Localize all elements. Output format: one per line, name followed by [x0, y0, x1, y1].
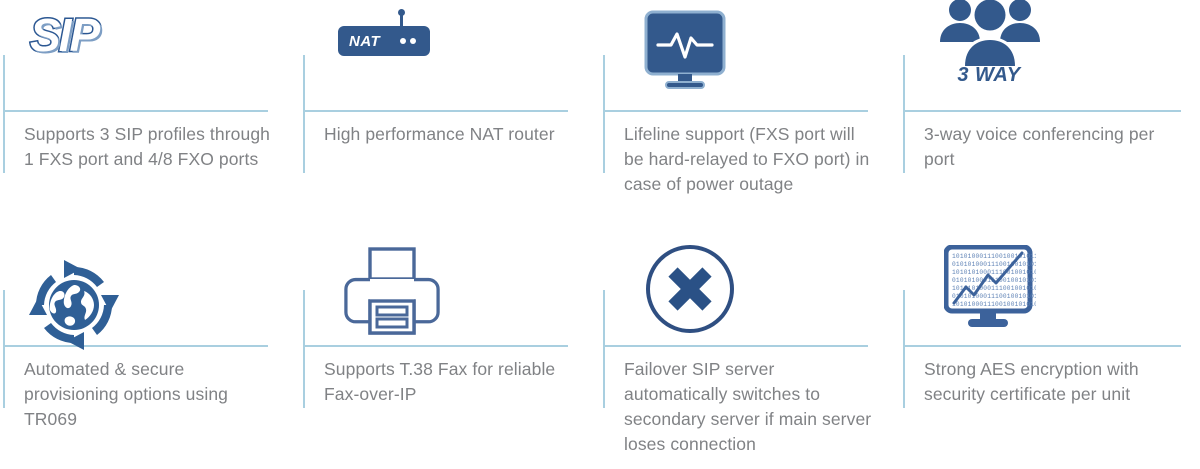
feature-card-t38-fax: Supports T.38 Fax for reliable Fax-over-…	[300, 235, 600, 469]
horizontal-rule	[3, 345, 268, 347]
feature-caption: Supports 3 SIP profiles through 1 FXS po…	[24, 124, 270, 169]
icon-area: NAT	[324, 0, 600, 110]
vertical-rule	[303, 55, 305, 173]
vertical-rule	[3, 55, 5, 173]
icon-area	[624, 0, 900, 110]
svg-text:0101010001110010010101: 0101010001110010010101	[952, 293, 1036, 300]
vertical-rule	[303, 290, 305, 408]
feature-caption: 3-way voice conferencing per port	[924, 124, 1155, 169]
horizontal-rule	[303, 110, 568, 112]
svg-text:1010101000111001001010: 1010101000111001001010	[952, 285, 1036, 292]
horizontal-rule	[903, 110, 1181, 112]
feature-caption: High performance NAT router	[324, 124, 555, 144]
svg-text:1010101000111001001010: 1010101000111001001010	[952, 269, 1036, 276]
nat-router-icon: NAT	[338, 9, 430, 56]
horizontal-rule	[603, 110, 868, 112]
three-people-icon: 3 WAY	[934, 0, 1046, 87]
feature-card-nat-router: NAT High performance NAT router	[300, 0, 600, 235]
router-body: NAT	[338, 26, 430, 56]
icon-area	[24, 235, 300, 350]
feature-card-aes-encryption: 1010100011100100101011 01010100011100100…	[900, 235, 1200, 469]
horizontal-rule	[903, 345, 1181, 347]
svg-text:1010100011100100101010: 1010100011100100101010	[952, 301, 1036, 308]
horizontal-rule	[303, 345, 568, 347]
circle-x-icon	[646, 245, 734, 333]
feature-caption: Supports T.38 Fax for reliable Fax-over-…	[324, 359, 556, 404]
svg-text:0101010001110010010101: 0101010001110010010101	[952, 261, 1036, 268]
feature-caption: Failover SIP server automatically switch…	[624, 359, 872, 454]
sip-logo-icon: SIP	[28, 8, 101, 63]
globe-refresh-icon	[29, 260, 119, 350]
feature-caption: Lifeline support (FXS port will be hard-…	[624, 124, 870, 194]
svg-text:1010100011100100101011: 1010100011100100101011	[952, 253, 1036, 260]
nat-label: NAT	[349, 32, 381, 50]
monitor-heartbeat-icon	[644, 10, 726, 89]
vertical-rule	[903, 55, 905, 173]
three-way-label: 3 WAY	[957, 64, 1021, 86]
people-group-glyph	[940, 0, 1040, 66]
feature-card-auto-provisioning: Automated & secure provisioning options …	[0, 235, 300, 469]
feature-caption: Automated & secure provisioning options …	[24, 359, 228, 429]
feature-card-three-way-conferencing: 3 WAY 3-way voice conferencing per port	[900, 0, 1200, 235]
vertical-rule	[603, 290, 605, 408]
horizontal-rule	[603, 345, 868, 347]
feature-caption: Strong AES encryption with security cert…	[924, 359, 1139, 404]
feature-card-sip-profiles: SIP Supports 3 SIP profiles through 1 FX…	[0, 0, 300, 235]
antenna-icon	[398, 9, 405, 28]
horizontal-rule	[3, 110, 268, 112]
vertical-rule	[903, 290, 905, 408]
feature-card-failover-sip-server: Failover SIP server automatically switch…	[600, 235, 900, 469]
icon-area	[624, 235, 900, 345]
icon-area: 3 WAY	[924, 0, 1200, 110]
monitor-binary-chart-icon: 1010100011100100101011 01010100011100100…	[944, 245, 1036, 327]
vertical-rule	[603, 55, 605, 173]
vertical-rule	[3, 290, 5, 408]
icon-area: 1010100011100100101011 01010100011100100…	[924, 235, 1200, 345]
feature-card-lifeline-support: Lifeline support (FXS port will be hard-…	[600, 0, 900, 235]
fax-printer-icon	[344, 247, 440, 335]
icon-area	[324, 235, 600, 345]
led-dots-icon	[400, 38, 416, 44]
icon-area: SIP	[24, 0, 300, 110]
